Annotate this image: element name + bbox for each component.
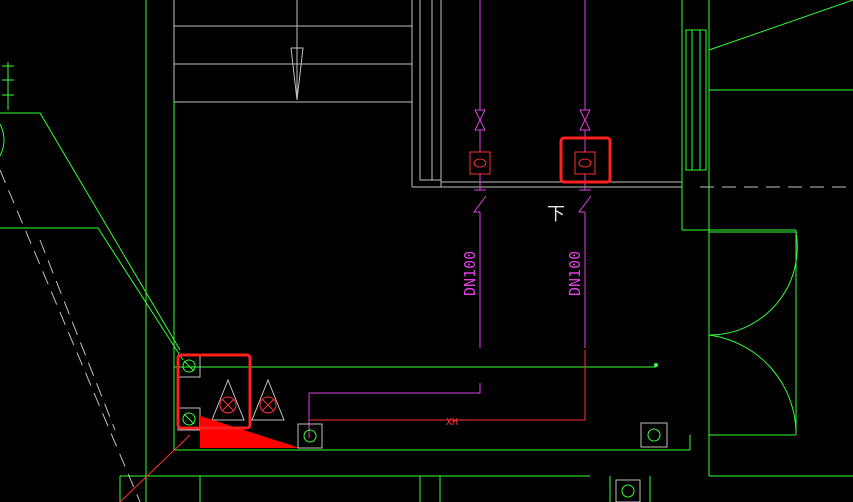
hydrant-line xyxy=(119,350,586,502)
sprinkler-symbol-top[interactable] xyxy=(177,354,201,378)
annotation-mark: 下 xyxy=(547,204,565,225)
door-swing xyxy=(708,231,798,433)
flow-meter-right[interactable] xyxy=(574,151,596,175)
check-valve-left[interactable] xyxy=(473,189,487,213)
check-valve-right[interactable] xyxy=(578,189,592,213)
gate-valve-left[interactable] xyxy=(474,109,486,131)
hydrant-line-label: XH xyxy=(446,417,458,428)
pipe-end-node xyxy=(654,363,658,367)
fire-extinguisher-icon-2[interactable] xyxy=(251,378,285,421)
dashed-lines xyxy=(0,169,853,502)
pipe-size-label-left: DN100 xyxy=(461,251,479,296)
pipe-lines xyxy=(308,0,586,438)
valve-box-highlight[interactable] xyxy=(559,136,612,184)
flow-meter-left[interactable] xyxy=(469,151,491,175)
stair-structure xyxy=(173,0,682,188)
valve-box-bottom-edge[interactable] xyxy=(615,479,641,502)
left-edge-glyph xyxy=(0,62,14,157)
hatch-triangle xyxy=(200,416,300,448)
valve-box-bottom-right[interactable] xyxy=(640,422,668,448)
gate-valve-right[interactable] xyxy=(579,109,591,131)
corner-equipment-highlight[interactable] xyxy=(176,353,252,430)
valve-box-bottom-left[interactable] xyxy=(297,423,323,449)
fire-extinguisher-icon-1[interactable] xyxy=(211,378,245,421)
pipe-size-label-right: DN100 xyxy=(566,251,584,296)
